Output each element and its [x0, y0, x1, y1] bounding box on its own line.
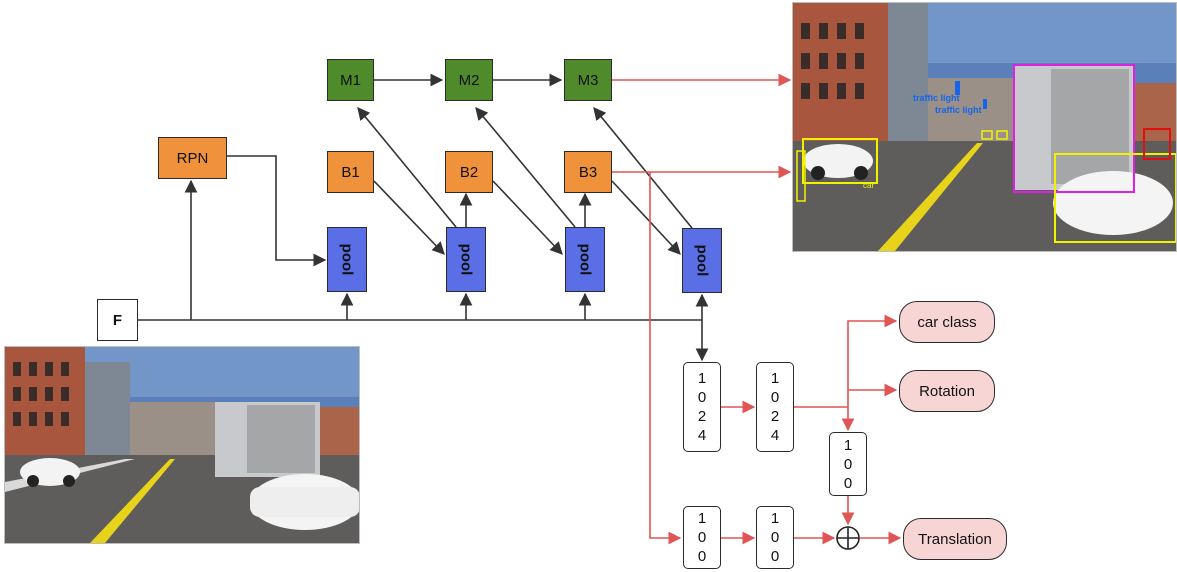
node-pool-2: pool [446, 227, 486, 292]
node-f: F [97, 299, 138, 341]
fc-vector-1024-a: 1 0 2 4 [683, 362, 721, 452]
node-b1: B1 [327, 151, 374, 193]
head-translation: Translation [903, 518, 1007, 560]
fc-digit: 0 [770, 389, 780, 406]
arrow-b2-to-pool3 [492, 180, 563, 255]
street-scene-output: traffic light traffic light car [793, 3, 1176, 251]
node-f-label: F [112, 311, 123, 329]
output-detection-image: traffic light traffic light car [792, 2, 1177, 252]
fc-digit: 0 [843, 455, 853, 473]
detection-label-car: car [863, 181, 874, 190]
detection-label-traffic-light-2: traffic light [935, 105, 982, 115]
fc-digit: 2 [770, 408, 780, 425]
node-pool-3: pool [565, 227, 605, 292]
node-b1-label: B1 [341, 163, 360, 181]
node-m3-label: M3 [577, 71, 599, 89]
street-scene-input [5, 347, 359, 543]
fc-vector-100-a: 1 0 0 [683, 506, 721, 569]
node-m2-label: M2 [458, 71, 480, 89]
fc-digit: 1 [770, 370, 780, 387]
node-m2: M2 [445, 59, 493, 101]
sum-operator-icon [836, 526, 860, 550]
node-m1: M1 [327, 59, 374, 101]
fc-digit: 0 [697, 389, 707, 406]
head-car-class: car class [899, 301, 995, 343]
node-rpn: RPN [158, 137, 227, 179]
fc-digit: 2 [697, 408, 707, 425]
fc-digit: 1 [697, 510, 707, 527]
fc-digit: 1 [843, 436, 853, 454]
arrow-pool3-to-m2 [475, 107, 576, 228]
fc-digit: 0 [770, 529, 780, 546]
arrow-b3-to-pool4 [611, 180, 681, 255]
fc-digit: 4 [770, 427, 780, 444]
node-b2: B2 [445, 151, 493, 193]
arrow-to-car-class [847, 314, 898, 407]
node-pool-3-label: pool [576, 243, 594, 276]
head-rotation: Rotation [899, 370, 995, 412]
fc-vector-100-mid: 1 0 0 [829, 432, 867, 496]
node-rpn-label: RPN [176, 149, 209, 167]
node-b2-label: B2 [459, 163, 479, 181]
detection-label-traffic-light-1: traffic light [913, 93, 960, 103]
node-pool-1-label: pool [338, 243, 356, 276]
head-car-class-label: car class [917, 313, 977, 331]
fc-digit: 4 [697, 427, 707, 444]
head-rotation-label: Rotation [919, 382, 975, 400]
fc-vector-1024-b: 1 0 2 4 [756, 362, 794, 452]
node-pool-4: pool [682, 228, 722, 293]
fc-digit: 0 [697, 548, 707, 565]
arrow-rpn-to-pool1 [227, 155, 327, 267]
node-m1-label: M1 [340, 71, 361, 89]
node-pool-4-label: pool [693, 244, 711, 277]
fc-digit: 1 [770, 510, 780, 527]
node-b3-label: B3 [578, 163, 598, 181]
arrow-pool4-to-m3 [593, 107, 693, 229]
node-m3: M3 [564, 59, 612, 101]
fc-vector-100-b: 1 0 0 [756, 506, 794, 569]
node-pool-1: pool [327, 227, 367, 292]
node-b3: B3 [564, 151, 612, 193]
arrow-pool2-to-m1 [357, 107, 457, 228]
arrow-b3-to-fc100 [649, 172, 682, 545]
fc-digit: 0 [770, 548, 780, 565]
head-translation-label: Translation [918, 530, 992, 548]
fc-digit: 1 [697, 370, 707, 387]
input-street-image [4, 346, 360, 544]
node-pool-2-label: pool [457, 243, 475, 276]
fc-digit: 0 [843, 474, 853, 492]
fc-digit: 0 [697, 529, 707, 546]
arrow-b1-to-pool2 [373, 180, 445, 255]
